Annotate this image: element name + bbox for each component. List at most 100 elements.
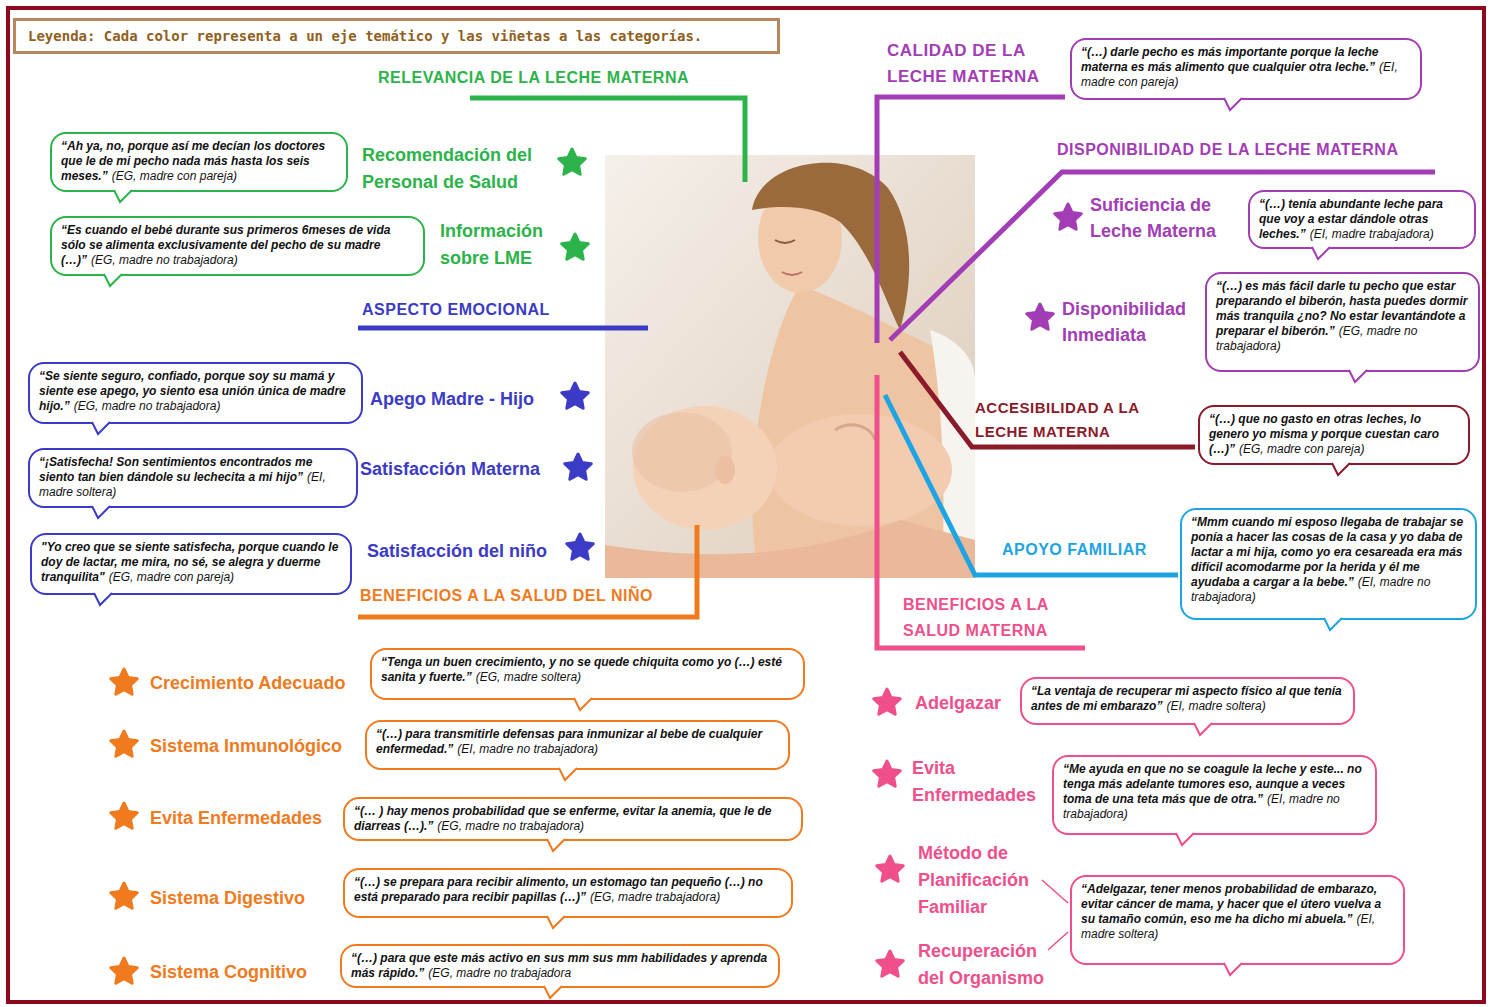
quote-block: “(…) para transmitirle defensas para inm… [376, 727, 779, 757]
quote-block: “(…) que no gasto en otras leches, lo ge… [1209, 412, 1459, 457]
quote-text: “Tenga un buen crecimiento, y no se qued… [381, 655, 782, 684]
bubble-tail [1310, 247, 1332, 261]
axis-heading: BENEFICIOS A LA SALUD MATERNA [903, 592, 1093, 644]
quote-block: “¡Satisfecha! Son sentimientos encontrad… [39, 455, 347, 500]
speech-bubble: “Me ayuda en que no se coagule la leche … [1052, 755, 1377, 835]
bubble-tail [545, 916, 567, 930]
quote-block: “Se siente seguro, confiado, porque soy … [39, 369, 352, 414]
quote-source: (EI, madre trabajadora) [1310, 227, 1434, 241]
speech-bubble: “Mmm cuando mi esposo llegaba de trabaja… [1180, 508, 1477, 620]
page-frame [8, 8, 1484, 1002]
axis-heading: ASPECTO EMOCIONAL [362, 300, 550, 320]
quote-source: (EG, madre no trabajadora) [74, 399, 221, 413]
quote-source: (EI, madre no trabajadora) [457, 742, 598, 756]
category-label: Satisfacción del niño [367, 540, 547, 562]
axis-heading: ACCESIBILIDAD A LA LECHE MATERNA [975, 396, 1175, 444]
bubble-tail-path [1349, 370, 1367, 382]
bubble-tail [1222, 963, 1244, 977]
speech-bubble: “Ah ya, no, porque así me decían los doc… [50, 132, 348, 192]
quote-block: “(…) se prepara para recibir alimento, u… [354, 875, 782, 905]
category-label: Evita Enfermedades [150, 807, 322, 829]
bubble-tail-path [559, 768, 577, 780]
bubble-tail-path [92, 506, 110, 518]
quote-block: “(…) para que este más activo en sus mm … [351, 951, 769, 981]
quote-source: (EG, madre con pareja) [1239, 442, 1364, 456]
category-label: Sistema Cognitivo [150, 961, 307, 983]
quote-block: “(…) tenía abundante leche para que voy … [1259, 197, 1465, 242]
bubble-tail-path [1194, 723, 1212, 735]
speech-bubble: "Yo creo que se siente satisfecha, porqu… [30, 533, 352, 595]
speech-bubble: “Se siente seguro, confiado, porque soy … [28, 362, 363, 424]
category-label: Método de Planificación Familiar [918, 840, 1053, 921]
bubble-tail-path [104, 274, 122, 286]
axis-heading: DISPONIBILIDAD DE LA LECHE MATERNA [1057, 140, 1398, 160]
quote-block: “Ah ya, no, porque así me decían los doc… [61, 139, 337, 184]
bubble-tail-path [92, 422, 110, 434]
category-label: Sistema Digestivo [150, 887, 305, 909]
bubble-tail [90, 422, 112, 436]
speech-bubble: “(…) es más fácil darle tu pecho que est… [1205, 272, 1480, 372]
speech-bubble: “La ventaja de recuperar mi aspecto físi… [1020, 677, 1355, 725]
bubble-tail-path [94, 593, 112, 605]
quote-block: “(…) darle pecho es más importante porqu… [1081, 45, 1411, 90]
speech-bubble: “(… ) hay menos probabilidad que se enfe… [343, 797, 803, 841]
bubble-tail-path [1332, 463, 1350, 475]
speech-bubble: “Es cuando el bebé durante sus primeros … [50, 216, 425, 276]
category-label: Suficiencia de Leche Materna [1090, 192, 1235, 244]
speech-bubble: “(…) darle pecho es más importante porqu… [1070, 38, 1422, 100]
speech-bubble: “(…) que no gasto en otras leches, lo ge… [1198, 405, 1470, 465]
bubble-tail [572, 698, 594, 712]
axis-heading: RELEVANCIA DE LA LECHE MATERNA [378, 68, 689, 88]
bubble-tail [102, 274, 124, 288]
bubble-tail-path [547, 916, 565, 928]
speech-bubble: “(…) tenía abundante leche para que voy … [1248, 190, 1476, 249]
quote-source: (EG, madre soltera) [476, 670, 581, 684]
category-label: Recomendación del Personal de Salud [362, 142, 552, 196]
bubble-tail [557, 768, 579, 782]
category-label: Información sobre LME [440, 218, 565, 272]
quote-source: (EI, madre soltera) [1166, 699, 1265, 713]
axis-heading: BENEFICIOS A LA SALUD DEL NIÑO [360, 586, 653, 606]
category-label: Crecimiento Adecuado [150, 672, 345, 694]
bubble-tail [90, 506, 112, 520]
category-label: Recuperación del Organismo [918, 938, 1053, 992]
category-label: Satisfacción Materna [360, 458, 540, 480]
bubble-tail [1192, 723, 1214, 737]
quote-source: (EG, madre con pareja) [112, 169, 237, 183]
speech-bubble: “(…) se prepara para recibir alimento, u… [343, 868, 793, 918]
legend-text: Leyenda: Cada color representa a un eje … [28, 27, 765, 45]
speech-bubble: “¡Satisfecha! Son sentimientos encontrad… [28, 448, 358, 508]
bubble-tail [1222, 98, 1244, 112]
quote-text: “¡Satisfecha! Son sentimientos encontrad… [39, 455, 312, 484]
leader-lines [1042, 880, 1068, 950]
category-label: Disponibilidad Inmediata [1062, 296, 1202, 348]
quote-text: “Adelgazar, tener menos probabilidad de … [1081, 882, 1381, 926]
category-label: Evita Enfermedades [912, 755, 1052, 809]
bubble-tail-path [547, 839, 565, 851]
quote-source: (EG, madre no trabajadora) [91, 253, 238, 267]
bubble-tail-path [574, 698, 592, 710]
quote-block: “Tenga un buen crecimiento, y no se qued… [381, 655, 794, 685]
bubble-tail [545, 839, 567, 853]
category-label: Adelgazar [915, 692, 1001, 714]
bubble-tail [1330, 463, 1352, 477]
speech-bubble: “Adelgazar, tener menos probabilidad de … [1070, 875, 1405, 965]
bubble-tail-path [1312, 247, 1330, 259]
quote-source: (EG, madre trabajadora) [590, 890, 720, 904]
quote-block: “(… ) hay menos probabilidad que se enfe… [354, 804, 792, 834]
quote-block: “Mmm cuando mi esposo llegaba de trabaja… [1191, 515, 1466, 605]
bubble-tail-path [1176, 833, 1194, 845]
bubble-tail-path [114, 190, 132, 202]
bubble-tail [1174, 833, 1196, 847]
bubble-tail [92, 593, 114, 607]
speech-bubble: “Tenga un buen crecimiento, y no se qued… [370, 648, 805, 700]
bubble-tail-path [1224, 98, 1242, 110]
quote-source: (EG, madre con pareja) [109, 570, 234, 584]
breastfeeding-photo [605, 155, 975, 578]
category-label: Apego Madre - Hijo [370, 388, 534, 410]
bubble-tail-path [1324, 618, 1342, 630]
quote-block: “Adelgazar, tener menos probabilidad de … [1081, 882, 1394, 942]
bubble-tail-path [544, 986, 562, 998]
quote-text: “(…) darle pecho es más importante porqu… [1081, 45, 1378, 74]
bubble-tail [1347, 370, 1369, 384]
